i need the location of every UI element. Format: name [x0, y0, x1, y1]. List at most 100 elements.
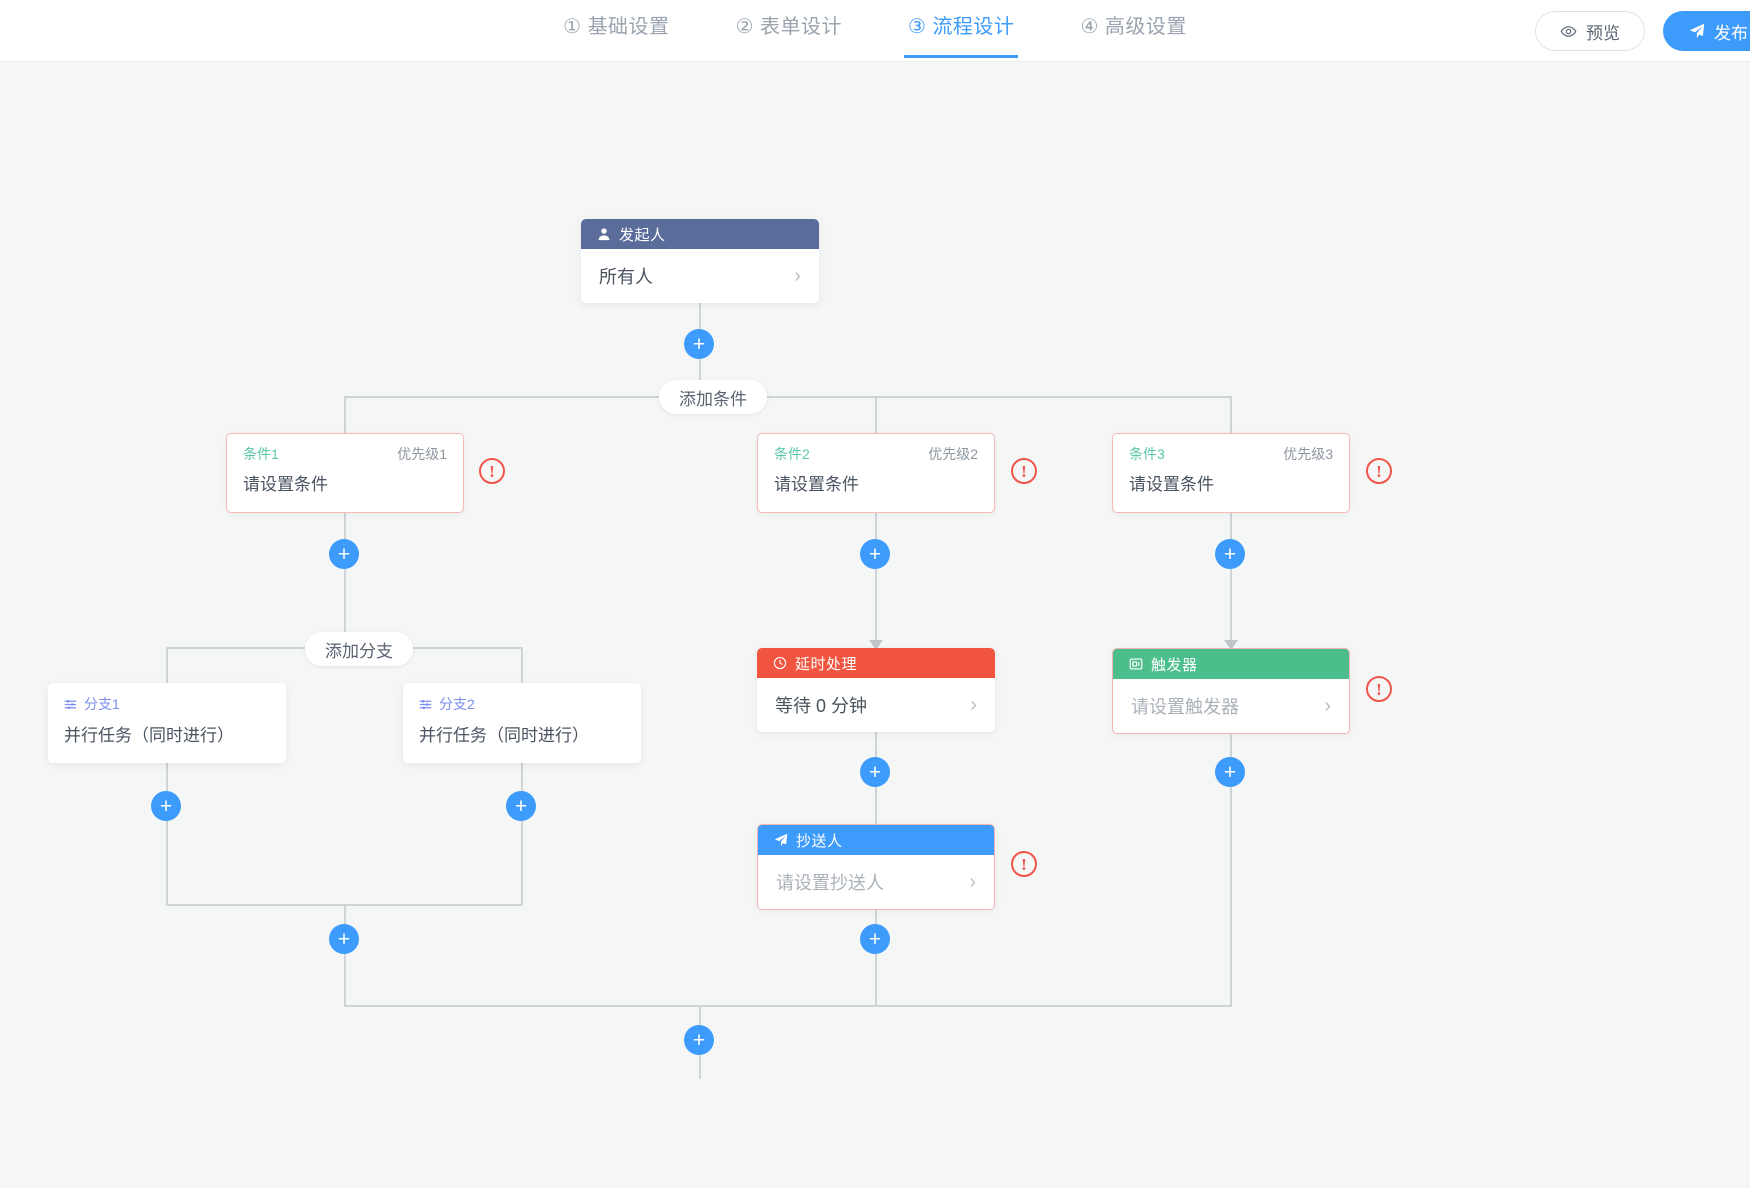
node-trigger[interactable]: 触发器 请设置触发器 ›	[1112, 648, 1350, 734]
node-delay-value: 等待 0 分钟	[775, 696, 868, 716]
node-trigger-header: 触发器	[1113, 649, 1349, 679]
add-branch-button[interactable]: 添加分支	[305, 632, 413, 666]
node-branch-1[interactable]: 分支1 并行任务（同时进行）	[48, 683, 286, 763]
add-node-button-bottom[interactable]: +	[684, 1025, 714, 1055]
line-below-delay	[875, 730, 877, 862]
node-branch-1-header: 分支1	[48, 683, 286, 714]
preview-button[interactable]: 预览	[1535, 11, 1645, 51]
node-condition-3-priority: 优先级3	[1283, 446, 1333, 462]
line-branch-merge-down	[344, 904, 346, 1006]
tab-form-design-number: ②	[735, 16, 754, 38]
publish-button[interactable]: 发布	[1663, 11, 1750, 51]
add-node-button-after-cc[interactable]: +	[860, 924, 890, 954]
line-to-branch-2	[521, 647, 523, 684]
node-branch-1-value: 并行任务（同时进行）	[64, 726, 234, 745]
flow-canvas[interactable]: 发起人 所有人 › + 添加条件 条件1 优先级1 请设置条件 ! 条件2 优先…	[0, 62, 1750, 1188]
node-starter[interactable]: 发起人 所有人 ›	[581, 219, 819, 303]
node-condition-1-priority: 优先级1	[397, 446, 447, 462]
node-cc[interactable]: 抄送人 请设置抄送人 ›	[757, 824, 995, 910]
arrow-to-delay-node	[869, 640, 883, 650]
node-condition-2-priority: 优先级2	[928, 446, 978, 462]
chevron-right-icon: ›	[1324, 695, 1331, 717]
node-condition-1-header: 条件1 优先级1	[227, 434, 463, 464]
line-below-condition-3	[1230, 513, 1232, 647]
sliders-icon	[64, 698, 77, 711]
node-delay[interactable]: 延时处理 等待 0 分钟 ›	[757, 648, 995, 732]
line-to-condition-1	[344, 396, 346, 434]
sliders-icon	[419, 698, 432, 711]
add-node-button-condition-3[interactable]: +	[1215, 539, 1245, 569]
node-branch-1-name: 分支1	[84, 696, 120, 712]
error-badge-condition-3[interactable]: !	[1366, 458, 1392, 484]
error-badge-cc[interactable]: !	[1011, 851, 1037, 877]
tab-advanced-settings-label: 高级设置	[1104, 16, 1187, 38]
paper-plane-icon	[774, 833, 788, 847]
tab-advanced-settings-number: ④	[1080, 16, 1099, 38]
error-badge-trigger[interactable]: !	[1366, 676, 1392, 702]
node-condition-3-value: 请设置条件	[1129, 475, 1214, 494]
node-condition-2[interactable]: 条件2 优先级2 请设置条件	[757, 433, 995, 513]
add-node-button-condition-2[interactable]: +	[860, 539, 890, 569]
line-below-branch-2	[521, 763, 523, 905]
node-trigger-value: 请设置触发器	[1131, 697, 1239, 717]
add-node-button-after-delay[interactable]: +	[860, 757, 890, 787]
node-branch-2-value: 并行任务（同时进行）	[419, 726, 589, 745]
publish-button-label: 发布	[1714, 23, 1748, 43]
node-cc-title: 抄送人	[796, 832, 843, 850]
node-delay-title: 延时处理	[795, 655, 858, 673]
chevron-right-icon: ›	[794, 265, 801, 287]
add-node-button-after-trigger[interactable]: +	[1215, 757, 1245, 787]
node-starter-body[interactable]: 所有人 ›	[581, 249, 819, 303]
line-to-branch-1	[166, 647, 168, 684]
node-condition-3-header: 条件3 优先级3	[1113, 434, 1349, 464]
node-condition-3-name: 条件3	[1129, 446, 1165, 462]
error-badge-condition-1[interactable]: !	[479, 458, 505, 484]
tab-basic-settings-label: 基础设置	[587, 16, 670, 38]
tab-process-design-label: 流程设计	[932, 16, 1015, 38]
add-node-button-condition-1[interactable]: +	[329, 539, 359, 569]
top-bar-actions: 预览 发布	[1535, 0, 1750, 62]
chevron-right-icon: ›	[970, 694, 977, 716]
add-node-button-branch-2[interactable]: +	[506, 791, 536, 821]
node-starter-header: 发起人	[581, 219, 819, 249]
node-delay-header: 延时处理	[757, 648, 995, 678]
user-icon	[597, 227, 611, 241]
node-trigger-body[interactable]: 请设置触发器 ›	[1113, 679, 1349, 733]
node-condition-1[interactable]: 条件1 优先级1 请设置条件	[226, 433, 464, 513]
line-below-cc	[875, 906, 877, 1006]
add-condition-button[interactable]: 添加条件	[659, 380, 767, 414]
paper-plane-icon	[1689, 23, 1705, 39]
node-cc-value: 请设置抄送人	[776, 873, 884, 893]
tab-form-design-label: 表单设计	[760, 16, 842, 38]
node-delay-body[interactable]: 等待 0 分钟 ›	[757, 678, 995, 732]
node-starter-title: 发起人	[619, 226, 666, 244]
node-condition-2-header: 条件2 优先级2	[758, 434, 994, 464]
node-branch-2-name: 分支2	[439, 696, 475, 712]
add-node-button-after-starter[interactable]: +	[684, 329, 714, 359]
line-below-trigger	[1230, 730, 1232, 1006]
node-condition-2-value: 请设置条件	[774, 475, 859, 494]
node-trigger-title: 触发器	[1151, 656, 1198, 674]
node-branch-2[interactable]: 分支2 并行任务（同时进行）	[403, 683, 641, 763]
add-node-button-after-branches[interactable]: +	[329, 924, 359, 954]
error-badge-condition-2[interactable]: !	[1011, 458, 1037, 484]
line-below-condition-1	[344, 513, 346, 648]
tv-icon	[1129, 657, 1143, 671]
line-condition-bar-top	[344, 396, 1232, 398]
node-cc-body[interactable]: 请设置抄送人 ›	[758, 855, 994, 909]
node-cc-header: 抄送人	[758, 825, 994, 855]
tab-basic-settings-number: ①	[563, 16, 582, 38]
node-condition-3[interactable]: 条件3 优先级3 请设置条件	[1112, 433, 1350, 513]
tab-form-design[interactable]: ② 表单设计	[732, 8, 846, 55]
line-to-condition-2	[875, 396, 877, 434]
line-below-branch-1	[166, 763, 168, 905]
node-starter-value: 所有人	[599, 267, 653, 287]
preview-button-label: 预览	[1586, 23, 1620, 43]
add-node-button-branch-1[interactable]: +	[151, 791, 181, 821]
chevron-right-icon: ›	[969, 871, 976, 893]
